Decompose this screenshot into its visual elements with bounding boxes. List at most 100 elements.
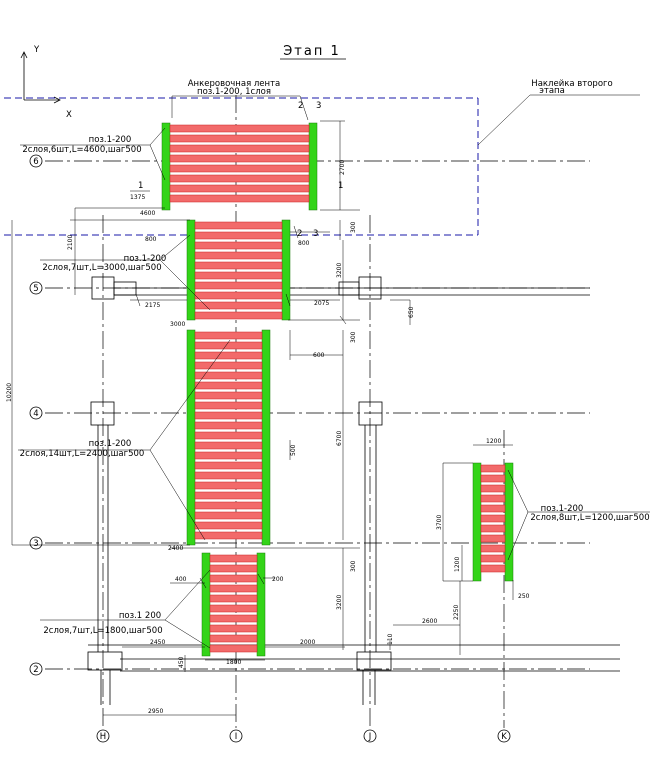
dim-800b: 800 (298, 240, 310, 247)
band-strip (194, 501, 263, 510)
marker-2: 2 (298, 101, 303, 111)
dimension-texts: 2700 4600 300 800 800 2100 3200 2175 207… (6, 160, 530, 715)
dim-10200: 10200 (6, 383, 13, 402)
dim-3200a: 3200 (336, 263, 343, 278)
band-strip (194, 221, 283, 230)
band-strip (209, 554, 258, 563)
marker-1a: 1 (338, 181, 343, 191)
anchor-tape-label: Анкеровочная лента (188, 79, 281, 89)
band-strip (209, 564, 258, 573)
dim-6700: 6700 (336, 431, 343, 446)
band-strip (194, 531, 263, 540)
band-strip (194, 381, 263, 390)
band-strip (194, 461, 263, 470)
dim-300c: 300 (350, 560, 357, 572)
group5-pos: поз.1-200 (124, 254, 167, 264)
axis-y-label: Y (33, 45, 40, 55)
band-strip (194, 271, 283, 280)
marker-2b: 2 (297, 229, 302, 239)
dim-2700: 2700 (339, 160, 346, 175)
second-stage-label: Наклейка второго (531, 79, 612, 89)
groupk-spec: 2слоя,8шт,L=1200,шаг500 (530, 513, 649, 523)
second-stage-label-2: этапа (539, 86, 565, 96)
dim-2450: 2450 (150, 639, 165, 646)
dim-450: 450 (178, 656, 185, 668)
band-strip (169, 174, 310, 183)
dim-500: 500 (290, 444, 297, 456)
group6-spec: 2слоя,6шт,L=4600,шаг500 (22, 145, 141, 155)
band-strip (194, 341, 263, 350)
band-strip (194, 361, 263, 370)
band-strip (194, 511, 263, 520)
reinforcement-bands (161, 122, 514, 657)
axis-label-k: K (501, 732, 507, 742)
band-strip (194, 281, 283, 290)
band-group-5 (194, 221, 283, 320)
band-strip (194, 291, 283, 300)
marker-1375: 1375 (130, 194, 145, 201)
dim-400: 400 (175, 576, 187, 583)
dim-2600: 2600 (422, 618, 437, 625)
axis-label-6: 6 (33, 157, 38, 167)
band-group-4 (194, 331, 263, 540)
row-axis-bubbles: 6 5 4 3 2 (29, 154, 43, 676)
band-strip (480, 474, 506, 483)
band-strip (194, 451, 263, 460)
band-strip (194, 311, 283, 320)
band-strip (194, 241, 283, 250)
dim-1200a: 1200 (486, 438, 501, 445)
band-strip (480, 484, 506, 493)
dim-3200b: 3200 (336, 595, 343, 610)
band-strip (209, 624, 258, 633)
band-strip (209, 594, 258, 603)
dim-2075: 2075 (314, 300, 329, 307)
band-group-6 (169, 124, 310, 203)
band-strip (194, 351, 263, 360)
dim-2950: 2950 (148, 708, 163, 715)
band-strip (209, 584, 258, 593)
leader-lines (18, 94, 650, 649)
marker-3b: 3 (313, 229, 318, 239)
annotations: Анкеровочная лента поз.1-200, 1слоя Накл… (20, 79, 650, 636)
band-strip (194, 331, 263, 340)
band-strip (209, 614, 258, 623)
band-strip (194, 251, 283, 260)
band-strip (194, 441, 263, 450)
dim-1800: 1800 (226, 659, 241, 666)
band-strip (480, 514, 506, 523)
axis-label-5: 5 (33, 284, 38, 294)
dim-3000: 3000 (170, 321, 185, 328)
band-strip (209, 574, 258, 583)
axis-label-4: 4 (33, 409, 38, 419)
band-strip (209, 604, 258, 613)
band-strip (480, 524, 506, 533)
groupk-pos: поз.1-200 (541, 504, 584, 514)
dim-2100: 2100 (67, 235, 74, 250)
dim-1200b: 1200 (454, 557, 461, 572)
dim-2000: 2000 (300, 639, 315, 646)
axis-x-label: X (66, 110, 72, 120)
band-strip (194, 431, 263, 440)
dimension-lines (11, 120, 514, 716)
band-strip (480, 564, 506, 573)
dim-2400: 2400 (168, 545, 183, 552)
band-strip (480, 464, 506, 473)
dim-110: 110 (387, 633, 394, 645)
dim-200: 200 (272, 576, 284, 583)
band-strip (194, 231, 283, 240)
group4-pos: поз.1-200 (89, 439, 132, 449)
page-title: Этап 1 (283, 44, 341, 59)
band-strip (194, 491, 263, 500)
band-strip (194, 421, 263, 430)
band-strip (480, 534, 506, 543)
band-group-k (480, 464, 506, 573)
band-strip (194, 391, 263, 400)
group5-spec: 2слоя,7шт,L=3000,шаг500 (42, 263, 161, 273)
band-strip (194, 261, 283, 270)
dim-3700: 3700 (436, 515, 443, 530)
band-strip (194, 371, 263, 380)
band-strip (169, 134, 310, 143)
dim-250: 250 (518, 593, 530, 600)
column-axis-bubbles: H I J K (96, 729, 511, 743)
